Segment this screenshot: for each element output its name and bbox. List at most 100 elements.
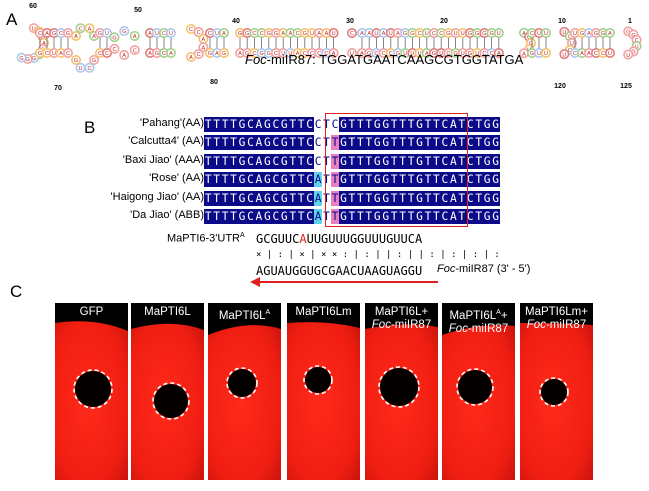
alignment-base: T — [458, 173, 466, 186]
alignment-base: A — [313, 172, 323, 187]
alignment-base: T — [433, 118, 440, 131]
nucleotide-letter: A — [587, 51, 591, 57]
nucleotide-letter: C — [45, 51, 49, 57]
alignment-base: G — [340, 192, 347, 205]
nucleotide-letter: G — [32, 56, 36, 62]
nucleotide — [71, 30, 82, 41]
alignment-base: T — [204, 155, 212, 168]
alignment-base: T — [424, 136, 432, 149]
alignment-base: G — [483, 210, 491, 223]
alignment-base: G — [238, 118, 246, 131]
nucleotide-letter: G — [19, 56, 23, 62]
nucleotide-letter: G — [245, 51, 249, 57]
nucleotide-letter: G — [631, 50, 635, 56]
alignment-base: G — [492, 155, 500, 168]
inoculation-hole — [154, 384, 188, 418]
alignment-base: T — [365, 173, 373, 186]
alignment-base: T — [390, 136, 398, 149]
position-number: 50 — [134, 7, 142, 14]
alignment-base: T — [322, 209, 331, 224]
nucleotide-letter: C — [79, 26, 83, 32]
alignment-base: G — [492, 136, 500, 149]
dashed-hole-outline — [226, 367, 258, 399]
nucleotide-letter: G — [74, 58, 78, 64]
nucleotide-letter: C — [527, 35, 531, 41]
nucleotide-letter: G — [66, 31, 70, 37]
alignment-base: T — [221, 155, 229, 168]
nucleotide-letter: U — [79, 66, 83, 72]
dashed-hole-outline — [152, 382, 190, 420]
inoculation-hole — [228, 369, 256, 397]
nucleotide-letter: A — [122, 53, 126, 59]
nucleotide-letter: U — [562, 30, 566, 36]
alignment-base: T — [433, 210, 440, 223]
nucleotide-letter: G — [122, 29, 126, 35]
alignment-base: T — [458, 155, 466, 168]
alignment-base: T — [365, 155, 373, 168]
cultivar-haigong-jiao: 'Haigong Jiao' (AA) — [110, 191, 204, 203]
alignment-base: T — [475, 192, 483, 205]
alignment-base: G — [263, 173, 271, 186]
inoculation-hole — [75, 371, 111, 407]
alignment-base: C — [247, 173, 254, 186]
alignment-base: G — [280, 210, 288, 223]
alignment-base: G — [373, 118, 381, 131]
nucleotide-letter: U — [461, 51, 465, 57]
alignment-base: A — [449, 155, 457, 168]
alignment-base: C — [272, 136, 280, 149]
alignment-base: A — [255, 136, 263, 149]
alignment-base: G — [382, 173, 390, 186]
nucleotide-letter: A — [360, 51, 364, 57]
alignment-base: A — [449, 136, 457, 149]
nucleotide-letter: C — [418, 31, 422, 37]
alignment-base: C — [272, 155, 280, 168]
alignment-base: A — [255, 192, 263, 205]
nucleotide-letter: G — [626, 30, 630, 36]
nucleotide-letter: C — [197, 52, 201, 58]
nucleotide-letter: C — [66, 51, 70, 57]
nucleotide-letter: A — [580, 51, 584, 57]
nucleotide-letter: U — [169, 31, 173, 37]
position-number: 70 — [54, 85, 62, 92]
nucleotide-letter: A — [169, 51, 173, 57]
nucleotide — [219, 27, 230, 38]
alignment-base: A — [255, 118, 263, 131]
cultivar-rose: 'Rose' (AA) — [149, 172, 204, 184]
nucleotide-letter: A — [296, 51, 300, 57]
alignment-base: T — [407, 192, 415, 205]
nucleotide-letter: G — [222, 51, 226, 57]
leaf-image: MaPTI6L — [131, 303, 204, 480]
alignment-base: G — [416, 155, 423, 168]
alignment-base: G — [373, 136, 381, 149]
nucleotide-letter: C — [197, 30, 201, 36]
nucleotide-letter: G — [267, 51, 271, 57]
alignment-base: G — [238, 173, 246, 186]
alignment-base: C — [313, 117, 323, 132]
alignment-base: T — [356, 118, 364, 131]
nucleotide-letter: G — [631, 33, 635, 39]
nucleotide-letter: C — [324, 51, 328, 57]
rna-secondary-structure: UGUACAGGGCGACGUCAGCACAAGCUGGCUCCACGGAAAU… — [16, 3, 642, 92]
alignment-base: T — [330, 191, 340, 206]
alignment-base: G — [416, 173, 423, 186]
alignment-base: T — [458, 210, 466, 223]
position-number: 20 — [440, 18, 448, 25]
nucleotide — [346, 47, 357, 58]
alignment-base: C — [466, 173, 474, 186]
mirna-sequence: -miIR87: TGGATGAATCAAGCGTGGTATGA — [266, 52, 524, 67]
nucleotide — [119, 26, 130, 37]
alignment-base: G — [483, 173, 491, 186]
alignment-base: T — [348, 155, 356, 168]
nucleotide-letter: G — [594, 31, 598, 37]
alignment-base: T — [390, 173, 398, 186]
alignment-base: G — [373, 210, 381, 223]
inoculation-hole — [541, 379, 567, 405]
nucleotide-letter: G — [489, 31, 493, 37]
alignment-base: G — [483, 118, 491, 131]
inoculation-hole — [380, 368, 418, 406]
alignment-base: T — [348, 210, 356, 223]
leaf-tissue — [520, 323, 593, 480]
nucleotide-letter: G — [98, 31, 102, 37]
alignment-base: G — [340, 155, 347, 168]
